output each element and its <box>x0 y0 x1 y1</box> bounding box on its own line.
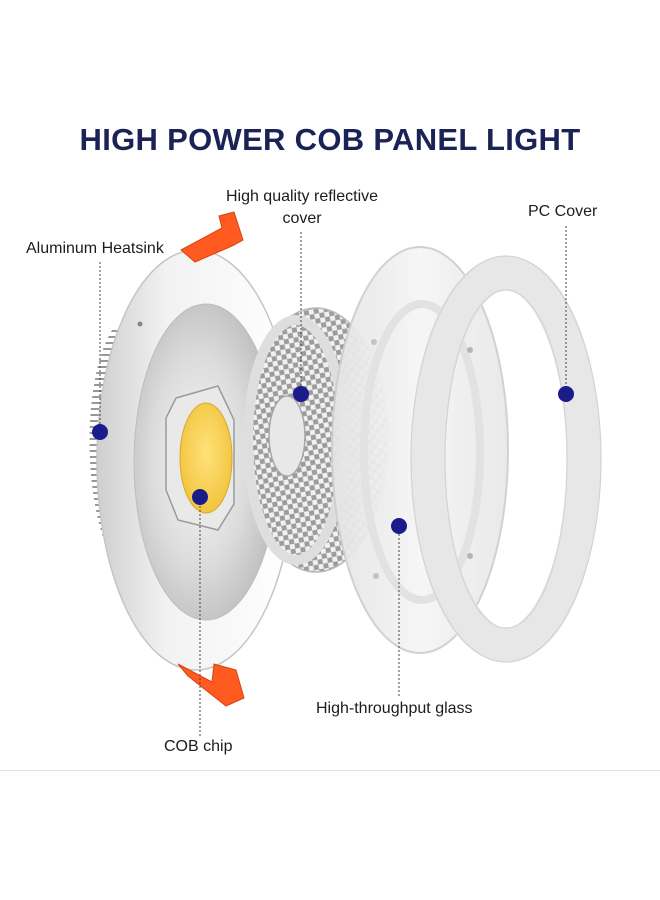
cob-chip <box>179 402 233 514</box>
glass-inner <box>360 300 484 604</box>
label-reflective-cover: High quality reflective cover <box>212 186 392 230</box>
marker-cob-chip <box>192 489 208 505</box>
leader-lines <box>99 226 567 736</box>
marker-pc-cover <box>558 386 574 402</box>
label-aluminum-heatsink: Aluminum Heatsink <box>26 240 164 257</box>
pc-cover-ring <box>410 255 602 663</box>
label-cob-chip: COB chip <box>164 738 233 755</box>
label-reflective-cover-line1: High quality reflective <box>225 188 379 205</box>
pc-cover-outline-inner <box>444 289 568 629</box>
marker-reflective-cover <box>293 386 309 402</box>
markers <box>92 386 574 534</box>
pc-cover-outer <box>411 256 601 662</box>
marker-aluminum-heatsink <box>92 424 108 440</box>
label-reflective-cover-line2: cover <box>282 210 322 227</box>
rim-screw-hole <box>137 321 143 327</box>
pc-cover-screw-hole <box>467 553 473 559</box>
pc-cover-screw-hole <box>467 347 473 353</box>
marker-glass <box>391 518 407 534</box>
glass-screw-hole <box>373 573 379 579</box>
label-glass: High-throughput glass <box>316 700 473 717</box>
spring-clip-top <box>180 211 244 263</box>
bottom-divider <box>0 770 660 771</box>
pc-cover-outline-outer <box>410 255 602 663</box>
glass-screw-hole <box>371 339 377 345</box>
reflector-hole <box>268 395 306 477</box>
spring-clip-bottom <box>177 663 245 707</box>
page-title: HIGH POWER COB PANEL LIGHT <box>79 122 581 157</box>
label-pc-cover: PC Cover <box>528 203 598 220</box>
